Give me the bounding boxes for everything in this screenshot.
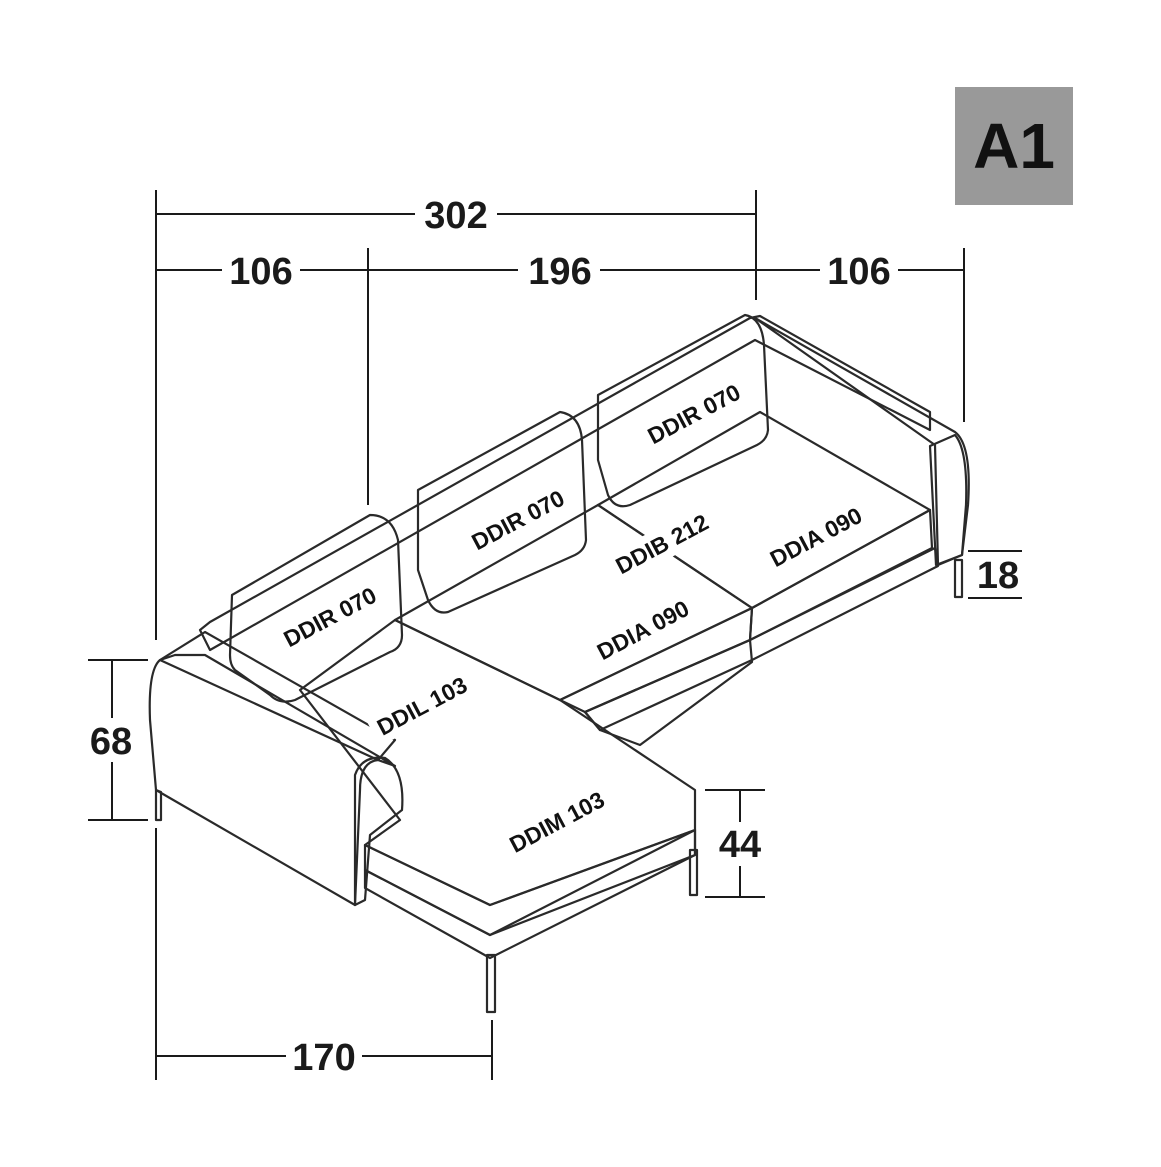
- seat-cushion-middle-front: [558, 606, 754, 714]
- right-armrest-front: [928, 433, 968, 567]
- label-seat-right: DDIA 090: [759, 496, 873, 578]
- back-cushion-right: [596, 313, 770, 508]
- leg-chaise-right: [688, 848, 699, 897]
- badge-background: [955, 87, 1073, 205]
- module-labels: DDIR 070 DDIR 070 DDIR 070 DDIB 212 DDIA…: [273, 373, 873, 866]
- dim-chaise-depth: 170: [292, 1037, 355, 1079]
- chaise-seat-label: DDIM 103: [505, 786, 609, 858]
- back-cushion-left: [228, 513, 404, 703]
- left-armrest: [148, 653, 397, 907]
- label-chaise-seat: DDIM 103: [494, 778, 620, 866]
- seat-middle-label: DDIA 090: [593, 595, 694, 665]
- seat-right-label: DDIA 090: [766, 502, 867, 572]
- label-base-module: DDIB 212: [605, 503, 719, 585]
- label-back-cushion-middle: DDIR 070: [461, 479, 575, 561]
- leg-chaise-front: [485, 953, 497, 1014]
- dim-total-width: 302: [424, 195, 487, 237]
- badge-label: A1: [973, 110, 1055, 182]
- dim-height: 68: [90, 721, 132, 763]
- dim-middle-section: 196: [528, 251, 591, 293]
- chaise-seat-front: [363, 828, 697, 937]
- back-cushion-middle: [416, 410, 588, 614]
- chaise-back-label: DDIL 103: [373, 672, 472, 741]
- left-armrest-top: [158, 630, 397, 762]
- dim-leg-height: 18: [977, 555, 1019, 597]
- left-armrest-end: [353, 756, 404, 907]
- label-seat-middle: DDIA 090: [586, 589, 700, 671]
- label-back-cushion-left: DDIR 070: [273, 576, 387, 658]
- leg-left-back: [154, 788, 163, 822]
- base-module-label: DDIB 212: [611, 509, 712, 579]
- sofa-body: [148, 313, 970, 1014]
- dimension-lines: 302 106 196 106 68 44 18: [88, 190, 1022, 1080]
- dim-left-section: 106: [229, 251, 292, 293]
- back-cushion-right-label: DDIR 070: [643, 379, 744, 449]
- label-chaise-back: DDIL 103: [365, 665, 479, 747]
- dim-seat-height: 44: [719, 824, 761, 866]
- leg-right: [953, 558, 964, 599]
- label-back-cushion-right: DDIR 070: [637, 373, 751, 455]
- back-frame: [198, 314, 932, 652]
- dim-right-section: 106: [827, 251, 890, 293]
- badge: A1: [955, 87, 1073, 205]
